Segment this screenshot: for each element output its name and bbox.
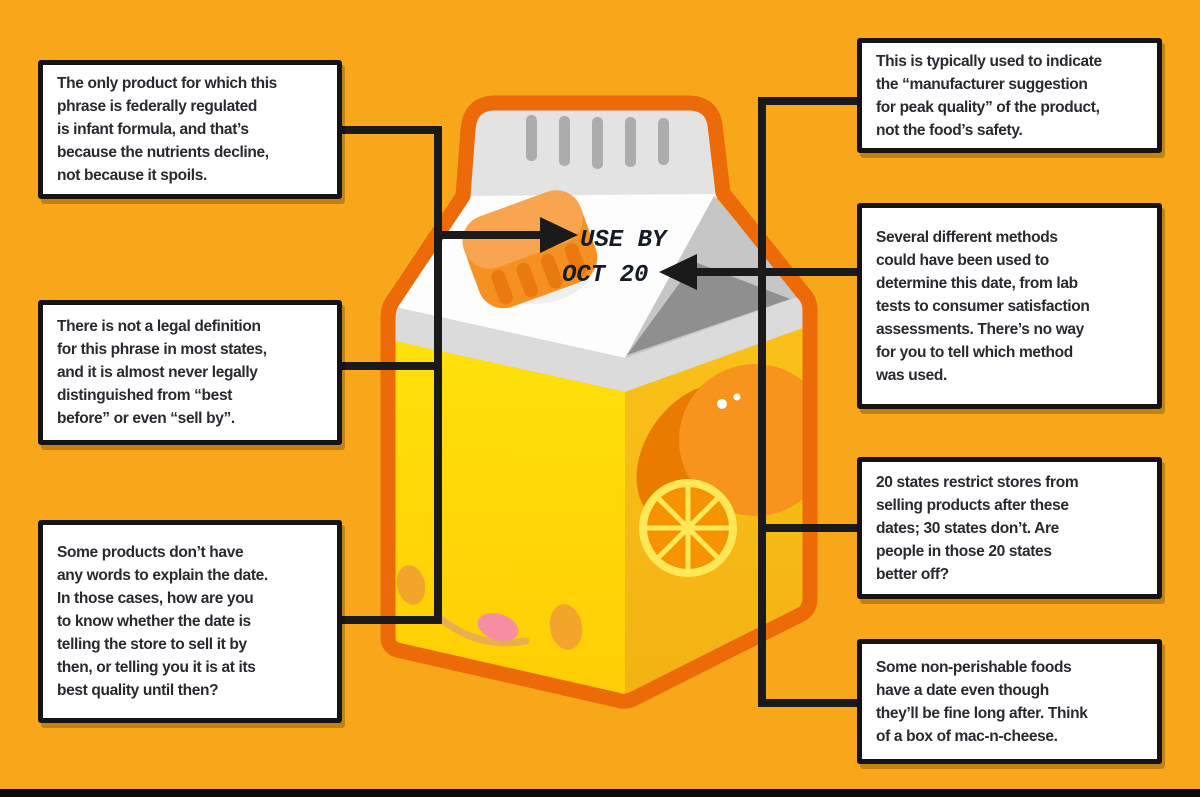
fruit-highlight-dot [733, 393, 741, 401]
date-label: USE BY OCT 20 [562, 227, 669, 289]
callout-text: The only product for which this phrase i… [57, 75, 277, 184]
callout-peak-quality: This is typically used to indicate the “… [857, 38, 1162, 153]
orange-slice [639, 479, 737, 577]
arrowhead-to-oct-20 [659, 254, 697, 290]
roof-overhang-band [390, 295, 803, 392]
carton-crimp-top [462, 106, 720, 197]
roof-gable-shadow [627, 262, 790, 355]
blush-cheek-left [396, 565, 426, 605]
callout-text: Several different methods could have bee… [876, 228, 1090, 384]
callout-text: There is not a legal definition for this… [57, 318, 267, 427]
carton-smiley-face [396, 565, 583, 650]
date-line-1: USE BY [580, 227, 669, 254]
callout-text: Some products don’t have any words to ex… [57, 544, 268, 699]
date-line-2: OCT 20 [562, 262, 648, 289]
callout-federal-regulation: The only product for which this phrase i… [38, 60, 342, 199]
callout-text: This is typically used to indicate the “… [876, 52, 1102, 139]
callout-state-restrictions: 20 states restrict stores from selling p… [857, 457, 1162, 599]
fruit-highlight-dot [717, 399, 727, 409]
tongue [477, 613, 519, 641]
blush-cheek-right [549, 604, 583, 650]
arrowhead-to-use-by [540, 217, 578, 253]
callout-non-perishable: Some non-perishable foods have a date ev… [857, 639, 1162, 764]
callout-dating-methods: Several different methods could have bee… [857, 203, 1162, 409]
callout-legal-definition: There is not a legal definition for this… [38, 300, 342, 445]
crimp-stripes [526, 115, 669, 169]
smile-mouth [433, 612, 530, 647]
carton-outline [380, 95, 818, 709]
connector-lines [341, 97, 862, 707]
callout-no-words-date: Some products don’t have any words to ex… [38, 520, 342, 723]
bottom-bar [0, 789, 1200, 797]
callout-text: 20 states restrict stores from selling p… [876, 473, 1079, 583]
callout-text: Some non-perishable foods have a date ev… [876, 658, 1088, 745]
arrow-heads [540, 217, 697, 290]
